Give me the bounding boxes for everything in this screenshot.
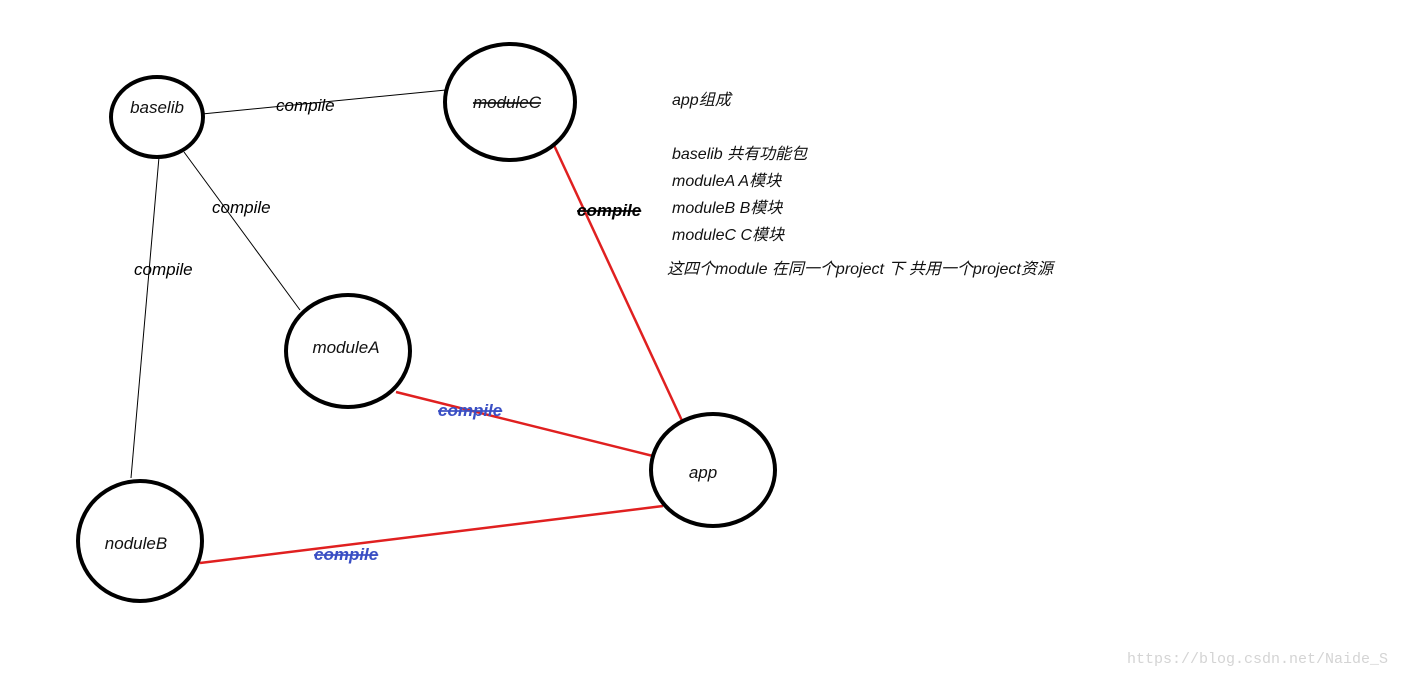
notes-moduleb: moduleB B模块 (672, 200, 783, 217)
edge-label-baselib-noduleb: compile (134, 260, 193, 279)
edge-noduleb-app (199, 504, 664, 565)
node-noduleb: noduleB (76, 479, 204, 603)
edge-baselib-modulec (201, 89, 447, 115)
node-modulec-label: moduleC (473, 93, 542, 112)
edge-label-noduleb-app: compile (314, 545, 378, 564)
edge-baselib-modulea (183, 151, 301, 311)
node-modulea-label: moduleA (312, 338, 379, 357)
edge-label-baselib-modulea: compile (212, 198, 271, 217)
node-app-label: app (689, 463, 717, 482)
notes-baselib: baselib 共有功能包 (672, 146, 808, 163)
edge-label-modulec-app: compile (577, 201, 641, 220)
edge-baselib-noduleb (130, 156, 160, 479)
node-baselib-label: baselib (130, 98, 184, 117)
watermark: https://blog.csdn.net/Naide_S (1127, 651, 1389, 668)
node-modulea: moduleA (284, 293, 412, 409)
node-app: app (649, 412, 777, 528)
node-baselib: baselib (109, 75, 205, 159)
edge-modulec-app (551, 142, 686, 426)
node-noduleb-label: noduleB (105, 534, 167, 553)
notes-shared-project: 这四个module 在同一个project 下 共用一个project资源 (667, 261, 1053, 278)
edge-label-baselib-modulec: compile (276, 96, 335, 115)
notes-modulec: moduleC C模块 (672, 227, 785, 244)
notes-title: app组成 (672, 92, 731, 109)
notes-modulea: moduleA A模块 (672, 173, 782, 190)
edge-modulea-app (395, 390, 654, 458)
node-modulec: moduleC (443, 42, 577, 162)
edge-label-modulea-app: compile (438, 401, 502, 420)
